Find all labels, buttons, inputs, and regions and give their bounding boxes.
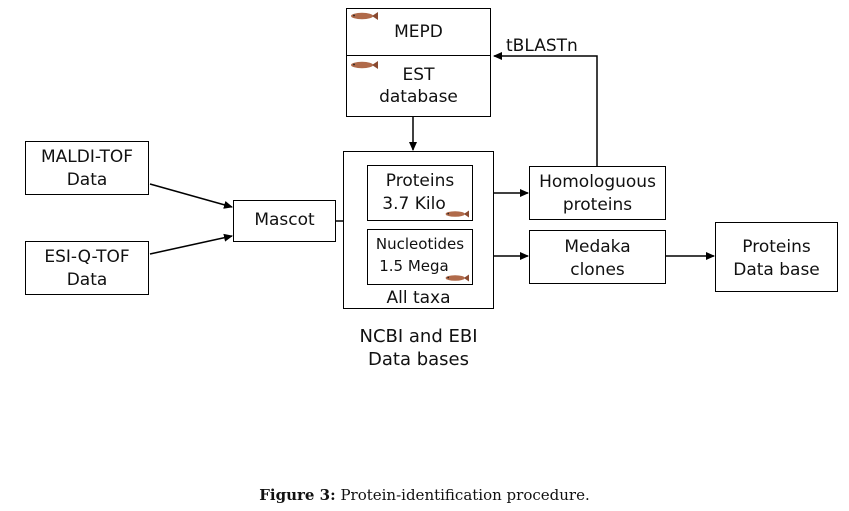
mascot-label: Mascot bbox=[254, 210, 315, 230]
esi-q-tof-box bbox=[25, 241, 149, 295]
nucleotides-label-line1: Nucleotides bbox=[375, 235, 465, 253]
esi-label-line1: ESI-Q-TOF bbox=[44, 247, 130, 267]
proteins-label-line2: 3.7 Kilo bbox=[382, 194, 446, 214]
proteins-db-label-line2: Data base bbox=[733, 260, 820, 280]
proteins-label-line1: Proteins bbox=[385, 171, 455, 191]
proteins-database-box bbox=[715, 222, 838, 292]
all-taxa-label: All taxa bbox=[386, 288, 451, 308]
nucleotides-label-line2: 1.5 Mega bbox=[379, 257, 449, 275]
proteins-db-label-line1: Proteins bbox=[742, 237, 811, 257]
figure-caption-text: Protein-identification procedure. bbox=[340, 486, 590, 504]
mepd-label: MEPD bbox=[394, 22, 443, 42]
medaka-fish-icon bbox=[351, 12, 378, 20]
maldi-label-line1: MALDI-TOF bbox=[41, 147, 133, 167]
proteins-subbox bbox=[367, 165, 473, 221]
ncbi-caption-line2: Data bases bbox=[368, 349, 469, 370]
medaka-clones-box bbox=[529, 230, 666, 284]
edge-maldi-mascot bbox=[149, 183, 233, 209]
homologous-proteins-box bbox=[529, 166, 666, 220]
tblastn-label: tBLASTn bbox=[506, 36, 578, 56]
medaka-fish-icon bbox=[445, 210, 469, 218]
est-label-line2: database bbox=[379, 87, 458, 107]
figure-caption-label: Figure 3: bbox=[259, 486, 336, 504]
mascot-box bbox=[233, 200, 336, 242]
maldi-label-line2: Data bbox=[66, 170, 108, 190]
medaka-fish-icon bbox=[445, 274, 469, 282]
edge-esi-mascot bbox=[149, 233, 233, 255]
mepd-est-box bbox=[346, 8, 491, 117]
homologous-label-line2: proteins bbox=[562, 195, 633, 215]
est-label-line1: EST bbox=[402, 65, 435, 85]
edge-homologous-mepd bbox=[493, 52, 598, 166]
medaka-label-line1: Medaka bbox=[564, 237, 631, 257]
medaka-label-line2: clones bbox=[570, 260, 625, 280]
medaka-fish-icon bbox=[351, 61, 378, 69]
esi-label-line2: Data bbox=[66, 270, 108, 290]
ncbi-caption-line1: NCBI and EBI bbox=[359, 326, 478, 347]
homologous-label-line1: Homologuous bbox=[539, 172, 656, 192]
maldi-tof-box bbox=[25, 141, 149, 195]
mepd-est-divider bbox=[346, 55, 491, 56]
figure-caption: Figure 3: Protein-identification procedu… bbox=[0, 486, 849, 504]
